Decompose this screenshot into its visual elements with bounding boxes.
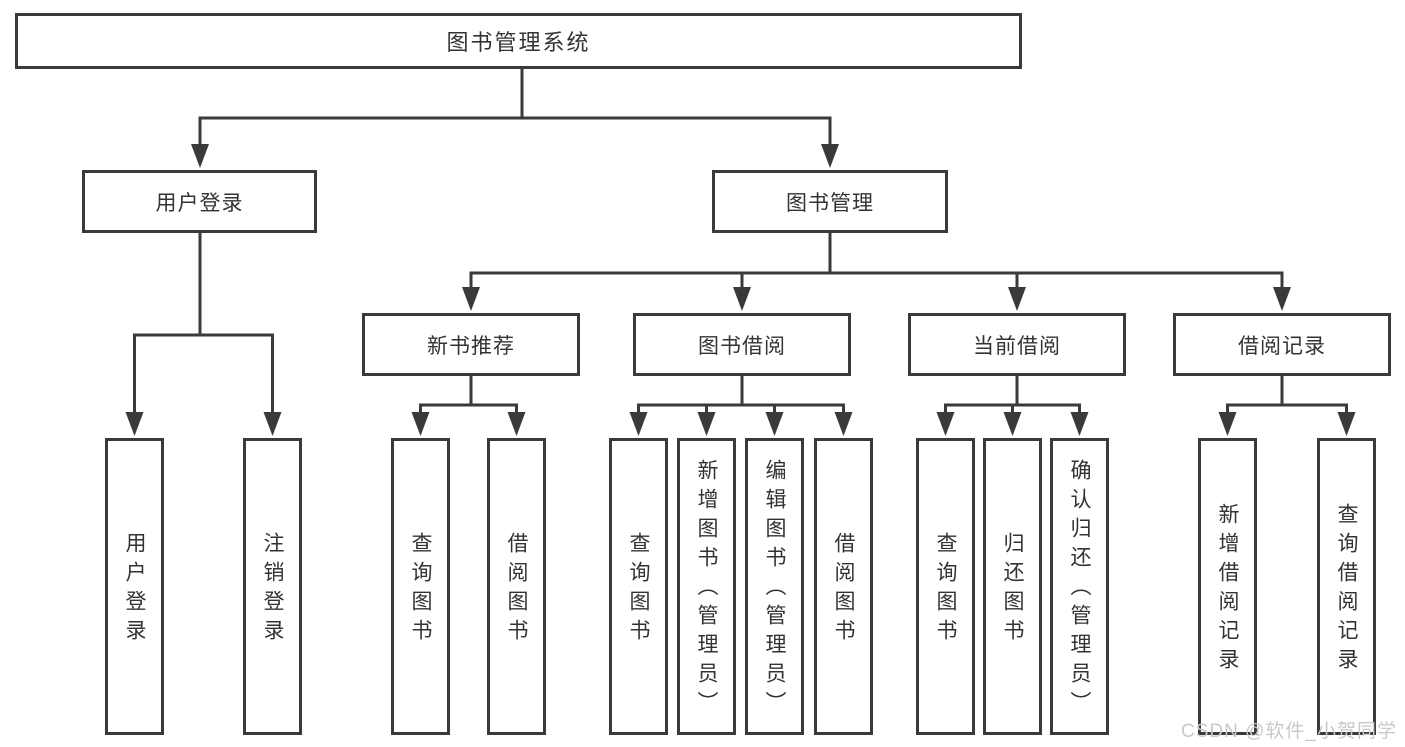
node-book-management: 图书管理	[712, 170, 948, 233]
csdn-watermark: CSDN @软件_小贺同学	[1181, 721, 1397, 742]
leaf-add-books-admin: 新增图书（管理员）	[677, 438, 736, 735]
leaf-borrow-books-borrowing: 借阅图书	[814, 438, 873, 735]
leaf-logout: 注销登录	[243, 438, 302, 735]
node-borrowing-records: 借阅记录	[1173, 313, 1391, 376]
leaf-add-borrow-record: 新增借阅记录	[1198, 438, 1257, 735]
node-book-borrowing: 图书借阅	[633, 313, 851, 376]
leaf-borrow-books-recommend: 借阅图书	[487, 438, 546, 735]
node-current-borrowing: 当前借阅	[908, 313, 1126, 376]
node-library-management-system: 图书管理系统	[15, 13, 1022, 69]
leaf-query-books-borrowing: 查询图书	[609, 438, 668, 735]
leaf-query-borrow-record: 查询借阅记录	[1317, 438, 1376, 735]
node-new-book-recommendation: 新书推荐	[362, 313, 580, 376]
leaf-query-books-current: 查询图书	[916, 438, 975, 735]
leaf-user-login: 用户登录	[105, 438, 164, 735]
leaf-return-books: 归还图书	[983, 438, 1042, 735]
node-user-login: 用户登录	[82, 170, 317, 233]
leaf-edit-books-admin: 编辑图书（管理员）	[745, 438, 804, 735]
leaf-query-books-recommend: 查询图书	[391, 438, 450, 735]
leaf-confirm-return-admin: 确认归还（管理员）	[1050, 438, 1109, 735]
